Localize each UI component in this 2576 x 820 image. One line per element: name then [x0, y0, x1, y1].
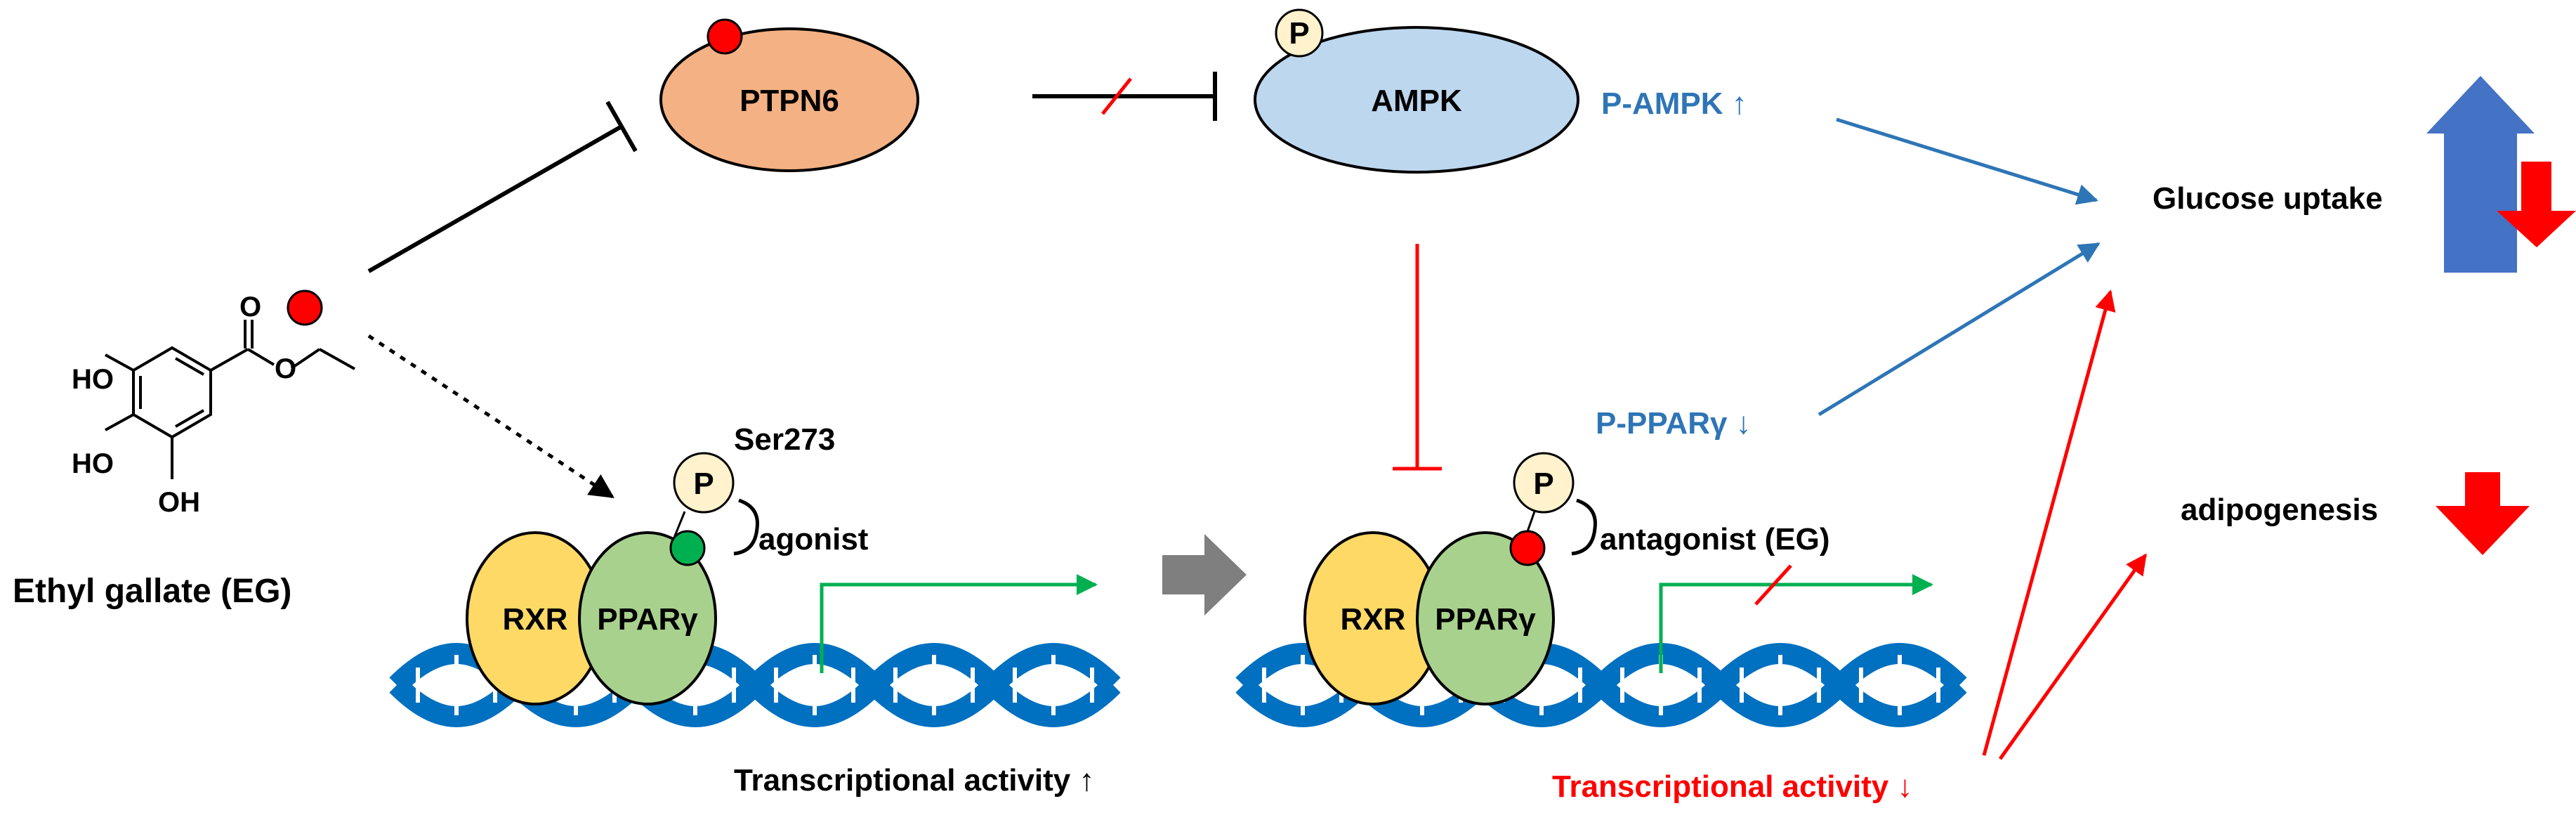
eg-ligand-dot — [287, 289, 323, 326]
rxr-left-label: RXR — [503, 602, 568, 637]
eg-inhibits-ptpn6-line — [367, 100, 638, 273]
transcription-to-adipogenesis-arrow — [1998, 553, 2148, 760]
molecule-name: Ethyl gallate (EG) — [13, 573, 291, 610]
ampk-inhibits-ppar-line — [1393, 244, 1442, 471]
p-ampk-to-glucose-arrow — [1836, 117, 2098, 205]
transcriptional-activity-up: Transcriptional activity ↑ — [734, 763, 1095, 798]
ppar-right — [1416, 531, 1555, 705]
agonist-binding-arc — [733, 498, 759, 556]
phospho-tether-left — [673, 511, 686, 538]
ser273-label: Ser273 — [734, 422, 835, 457]
glucose-uptake-down-arrow — [2497, 162, 2576, 247]
ampk-p-label: P — [1289, 16, 1309, 51]
ampk-label: AMPK — [1371, 84, 1462, 118]
ptpn6-inhibits-ampk-line — [1032, 72, 1217, 121]
transcription-to-glucose-arrow — [1982, 289, 2116, 756]
transcription-arrow-right — [1659, 574, 1933, 673]
atom-ho-middle: HO — [72, 448, 114, 479]
transcription-arrow-left — [820, 574, 1098, 673]
transcriptional-activity-down: Transcriptional activity ↓ — [1552, 769, 1913, 804]
atom-ho-top: HO — [72, 364, 114, 395]
atom-o-ester: O — [275, 353, 296, 384]
ppar-right-p-label: P — [1533, 467, 1553, 501]
agonist-dot — [669, 530, 706, 566]
eg-binds-ppar-dotted-arrow — [367, 334, 615, 499]
adipogenesis-down-arrow — [2436, 472, 2530, 555]
ppar-left-phospho-badge — [673, 452, 735, 514]
ppar-left-p-label: P — [693, 467, 714, 501]
antagonist-eg-dot — [1509, 530, 1546, 566]
ethyl-gallate-structure — [105, 320, 355, 479]
antagonist-binding-arc — [1571, 498, 1597, 556]
antagonist-label: antagonist (EG) — [1600, 522, 1830, 557]
ptpn6-protein — [659, 27, 919, 172]
ampk-protein — [1254, 26, 1579, 174]
agonist-label: agonist — [758, 522, 869, 557]
glucose-uptake-label: Glucose uptake — [2153, 181, 2383, 216]
ppar-right-phospho-badge — [1513, 452, 1575, 514]
atom-oh-bottom: OH — [158, 487, 200, 518]
ppar-left — [578, 531, 717, 705]
ppar-left-label: PPARγ — [597, 602, 698, 637]
rxr-right-label: RXR — [1341, 602, 1406, 637]
ampk-phospho-badge — [1275, 8, 1324, 58]
p-ppar-down-label: P-PPARγ ↓ — [1596, 406, 1752, 441]
transcription-blocked-mark — [1754, 564, 1792, 606]
adipogenesis-label: adipogenesis — [2181, 493, 2378, 527]
ppar-right-label: PPARγ — [1435, 602, 1536, 637]
glucose-uptake-up-arrow — [2426, 76, 2535, 273]
atom-o-carbonyl: O — [239, 292, 261, 323]
ptpn6-bound-eg-dot — [707, 18, 743, 55]
blocked-mark — [1101, 77, 1132, 115]
transition-arrow — [1162, 534, 1247, 616]
p-ampk-up-label: P-AMPK ↑ — [1601, 86, 1747, 121]
p-ppar-to-glucose-arrow — [1818, 242, 2101, 417]
ptpn6-label: PTPN6 — [740, 84, 839, 118]
